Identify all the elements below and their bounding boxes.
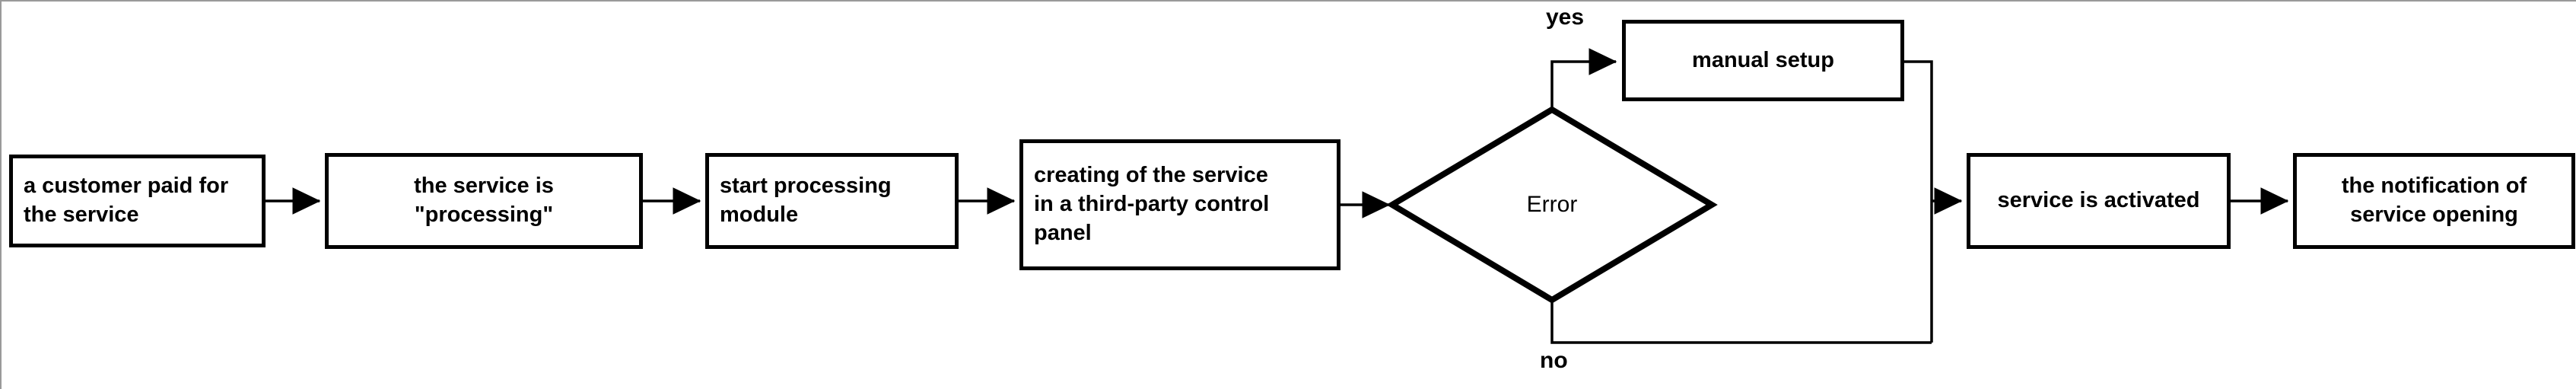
branch-label-no: no (1540, 348, 1568, 373)
edge-n6-junction (1904, 60, 1933, 343)
process-node-notification-service-opening[interactable]: the notification of service opening (2293, 153, 2575, 249)
edge-n5-n6-yes (1550, 48, 1617, 110)
process-node-service-activated[interactable]: service is activated (1967, 153, 2231, 249)
process-node-manual-setup[interactable]: manual setup (1622, 20, 1904, 101)
process-node-service-processing[interactable]: the service is "processing" (325, 153, 643, 249)
node-label: manual setup (1692, 47, 1834, 72)
edge-n5-junction-no (1550, 300, 1932, 344)
decision-label-error: Error (1526, 192, 1578, 217)
node-label: the service is "processing" (414, 174, 554, 227)
process-node-start-processing-module[interactable]: start processing module (705, 153, 959, 249)
decision-node-error (1386, 106, 1718, 304)
process-node-creating-service-third-party[interactable]: creating of the service in a third-party… (1019, 139, 1340, 270)
branch-label-yes: yes (1546, 5, 1585, 30)
node-label: service is activated (1997, 188, 2200, 213)
node-label: creating of the service in a third-party… (1034, 163, 1270, 245)
node-label: a customer paid for the service (24, 174, 229, 227)
process-node-customer-paid[interactable]: a customer paid for the service (9, 155, 266, 247)
node-label: start processing module (720, 174, 892, 227)
node-label: the notification of service opening (2341, 174, 2527, 227)
